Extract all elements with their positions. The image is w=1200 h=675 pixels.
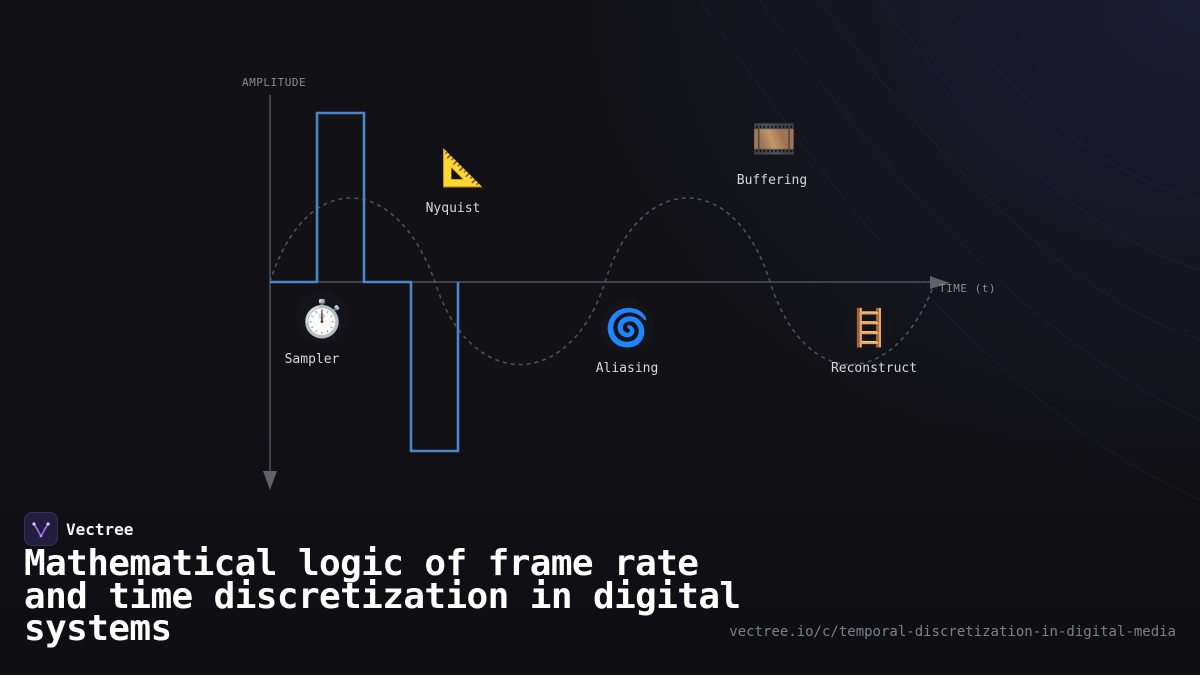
stopwatch-icon: ⏱️ [300,298,345,340]
node-aliasing-label: Aliasing [596,361,659,376]
film-frames-icon: 🎞️ [752,119,797,160]
node-aliasing-halo [601,300,653,352]
spiral-icon: 🌀 [605,306,650,349]
node-buffering: 🎞️ Buffering [737,119,807,188]
node-reconstruct: 🪜 Reconstruct [831,300,917,376]
source-url-link[interactable]: vectree.io/c/temporal-discretization-in-… [729,624,1176,640]
node-reconstruct-label: Reconstruct [831,361,917,376]
node-aliasing: 🌀 Aliasing [596,300,659,376]
triangular-ruler-icon: 📐 [441,147,486,189]
continuous-wave [269,197,936,366]
node-sampler: ⏱️ Sampler [285,292,348,367]
vectree-logo-icon [24,512,58,546]
node-nyquist: 📐 Nyquist [426,147,486,216]
y-axis-arrow [263,471,277,490]
node-nyquist-label: Nyquist [426,201,481,216]
brand-name: Vectree [66,519,134,539]
brand[interactable]: Vectree [24,512,133,546]
node-sampler-label: Sampler [285,352,340,367]
sampled-signal [270,111,460,453]
node-reconstruct-halo [843,300,895,352]
x-axis-arrow [930,276,950,289]
y-axis-label: AMPLITUDE [242,76,306,89]
x-axis-label: TIME (t) [939,282,996,295]
page-title: Mathematical logic of frame rate and tim… [24,543,741,649]
node-buffering-label: Buffering [737,173,807,188]
ladder-icon: 🪜 [847,307,892,349]
node-sampler-halo [296,292,348,344]
